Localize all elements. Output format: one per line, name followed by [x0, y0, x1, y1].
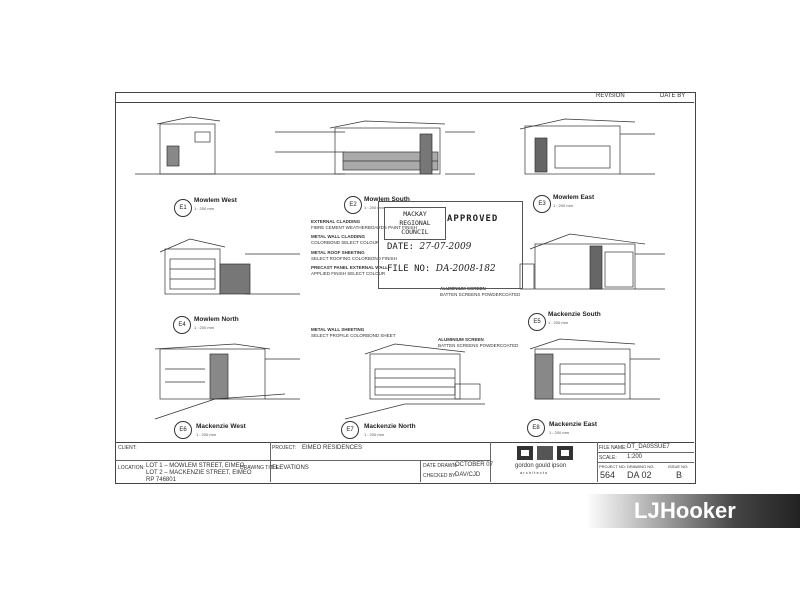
- elevation-marker-e3: E3: [533, 195, 551, 213]
- elevation-marker-e2: E2: [344, 196, 362, 214]
- project-no-label: PROJECT NO:: [599, 464, 626, 469]
- location-line-2: LOT 2 – MACKENZIE STREET, EIMEO: [146, 470, 252, 476]
- location-line-1: LOT 1 – MOWLEM STREET, EIMEO: [146, 463, 245, 469]
- note-aluminium-screen-2-detail: BATTEN SCREENS POWDERCOATED: [438, 343, 519, 348]
- elevation-title-e7: Mackenzie North: [364, 423, 416, 430]
- elevation-title-e4: Mowlem North: [194, 316, 239, 323]
- stamp-date-value: 27-07-2009: [419, 242, 472, 252]
- file-name-value: DT_DA0SSUE7: [627, 444, 670, 450]
- stamp-date-label: DATE:: [387, 242, 415, 252]
- file-name-label: FILE NAME:: [599, 445, 627, 451]
- note-metal-roof-sheeting: METAL ROOF SHEETING: [311, 250, 365, 255]
- right-row-divider-1: [597, 452, 694, 453]
- elevation-scale-e8: 1 : 200 mm: [549, 430, 570, 435]
- revision-label: REVISION: [596, 93, 625, 99]
- note-precast-panel: PRECAST PANEL EXTERNAL WALL: [311, 265, 389, 270]
- title-block-col-divider: [270, 442, 271, 482]
- title-block-divider: [115, 460, 490, 461]
- stamp-file-label: FILE NO:: [387, 264, 431, 274]
- elevation-scale-e6: 1 : 200 mm: [196, 432, 217, 437]
- elevation-marker-e5: E5: [528, 313, 546, 331]
- elevation-marker-e6: E6: [174, 421, 192, 439]
- date-drawn-value: OCTOBER 07: [455, 462, 493, 468]
- note-precast-panel-detail: APPLIED FINISH SELECT COLOUR: [311, 271, 386, 276]
- note-external-cladding: EXTERNAL CLADDING: [311, 219, 361, 224]
- note-metal-wall-sheeting: METAL WALL SHEETING: [311, 327, 365, 332]
- brand-lj: LJ: [634, 498, 660, 523]
- elevation-title-e8: Mackenzie East: [549, 421, 598, 428]
- note-metal-wall-sheeting-detail: SELECT PROFILE COLORBOND SHEET: [311, 333, 396, 338]
- elevation-marker-e8: E8: [527, 419, 545, 437]
- elevation-marker-e1: E1: [174, 199, 192, 217]
- drawing-no-label: DRAWING NO:: [627, 464, 655, 469]
- checked-label: CHECKED BY:: [423, 473, 457, 479]
- elevation-title-e6: Mackenzie West: [196, 423, 246, 430]
- elevation-scale-e5: 1 : 200 mm: [548, 320, 569, 325]
- date-label: DATE BY: [660, 93, 686, 99]
- elevation-title-e5: Mackenzie South: [548, 311, 601, 318]
- elevation-marker-e7: E7: [341, 421, 359, 439]
- drawing-title-value: ELEVATIONS: [272, 465, 309, 471]
- client-label: CLIENT:: [118, 445, 137, 451]
- note-metal-wall-cladding-detail: COLORBOND SELECT COLOUR: [311, 240, 380, 245]
- elevation-title-e3: Mowlem East: [553, 194, 595, 201]
- revision-bar: [115, 92, 694, 103]
- brand-bar: [586, 494, 800, 528]
- stamp-file-value: DA-2008-182: [435, 264, 496, 274]
- elevation-drawings: [135, 116, 665, 420]
- note-metal-wall-cladding: METAL WALL CLADDING: [311, 234, 365, 239]
- project-label: PROJECT:: [272, 445, 297, 451]
- council-line-3: COUNCIL: [401, 228, 429, 236]
- title-block: [115, 442, 694, 483]
- elevation-title-e2: Mowlem South: [364, 196, 410, 203]
- elevation-scale-e3: 1 : 200 mm: [553, 203, 574, 208]
- elevation-title-e1: Mowlem West: [194, 197, 237, 204]
- firm-sub: a r c h i t e c t s: [520, 470, 548, 475]
- project-value: EIMEO RESIDENCES: [302, 445, 363, 451]
- elevation-scale-e4: 1 : 200 mm: [194, 325, 215, 330]
- elevation-scale-e2: 1 : 200 mm: [364, 205, 385, 210]
- elevation-scale-e7: 1 : 200 mm: [364, 432, 385, 437]
- note-aluminium-screen-2: ALUMINIUM SCREEN: [438, 337, 484, 342]
- issue-no-value: B: [676, 470, 683, 480]
- drawing-no-value: DA 02: [627, 470, 652, 480]
- stamp-date: DATE: 27-07-2009: [387, 242, 471, 252]
- right-row-divider-2: [597, 462, 694, 463]
- project-no-value: 564: [600, 470, 616, 480]
- drawing-sheet: [115, 92, 696, 484]
- architect-logo-icon: [517, 446, 573, 460]
- drawing-title-label: DRAWING TITLE:: [240, 465, 281, 471]
- title-block-left: [115, 442, 491, 482]
- location-label: LOCATION:: [118, 465, 145, 471]
- issue-no-label: ISSUE NO:: [668, 464, 689, 469]
- checked-value: DAV/CJD: [455, 472, 481, 478]
- elevation-scale-e1: 1 : 200 mm: [194, 206, 215, 211]
- note-metal-roof-sheeting-detail: SELECT ROOFING COLORBOND FINISH: [311, 256, 397, 261]
- elevation-marker-e4: E4: [173, 316, 191, 334]
- scale-value: 1:200: [627, 454, 643, 460]
- note-aluminium-screen-1-detail: BATTEN SCREENS POWDERCOATED: [440, 292, 521, 297]
- council-line-1: MACKAY: [403, 210, 427, 218]
- council-box: MACKAY REGIONAL COUNCIL: [384, 207, 446, 240]
- date-drawn-label: DATE DRAWN:: [423, 463, 458, 469]
- approval-stamp: MACKAY REGIONAL COUNCIL APPROVED DATE: 2…: [378, 201, 523, 289]
- title-block-col-divider-2: [420, 460, 421, 482]
- firm-name: gordon gould ipson: [515, 463, 567, 469]
- location-line-3: RP 746801: [146, 477, 176, 483]
- scale-label: SCALE:: [599, 455, 617, 461]
- note-external-cladding-detail: FIBRE CEMENT WEATHERBOARDS PAINT FINISH: [311, 225, 417, 230]
- brand-hooker: Hooker: [660, 498, 736, 523]
- stamp-file: FILE NO: DA-2008-182: [387, 264, 496, 274]
- council-line-2: REGIONAL: [399, 219, 431, 227]
- approved-label: APPROVED: [447, 214, 499, 224]
